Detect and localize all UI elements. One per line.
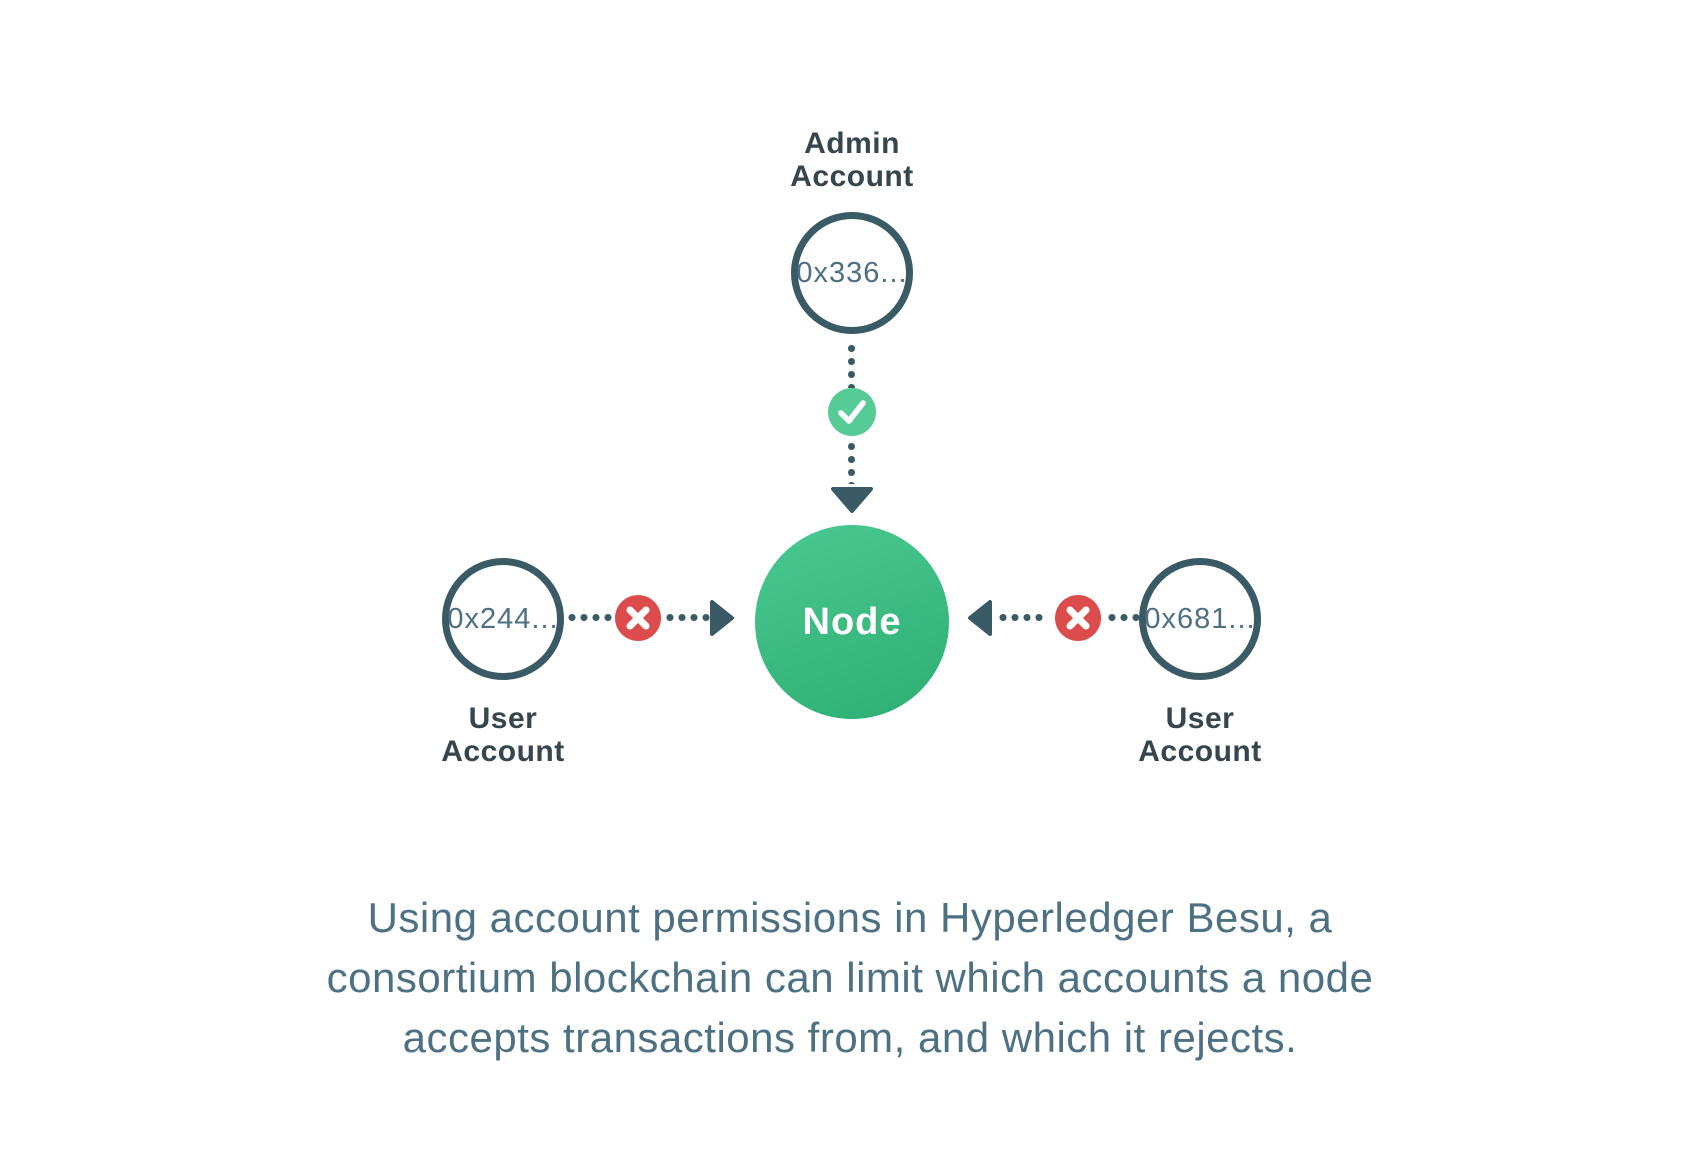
arrow-left-glyph [968,600,992,636]
x-glyph [626,606,650,630]
admin-account-label-line1: Admin [804,127,900,160]
dotted-line-admin-upper [848,342,855,388]
node-label: Node [802,600,902,643]
right-user-account-label-line2: Account [1138,735,1262,768]
right-user-account-address: 0x681... [1144,602,1256,635]
dotted-line-left-outer [566,614,612,621]
right-user-account-label-line1: User [1165,702,1235,735]
left-user-account-label-line2: Account [441,735,565,768]
dotted-line-admin-lower [848,440,855,484]
admin-account-label: Admin Account [702,127,1002,193]
x-icon [615,595,661,641]
left-user-account-circle: 0x244... [442,558,564,680]
check-glyph [838,400,866,424]
left-user-account-label: User Account [353,702,653,768]
dotted-line-right-outer [1106,614,1152,621]
left-user-account-label-line1: User [468,702,538,735]
arrow-down-glyph [831,487,873,513]
x-glyph [1066,606,1090,630]
check-icon [828,388,876,436]
arrow-right-icon [709,599,735,642]
dotted-line-right-inner [997,614,1043,621]
right-user-account-circle: 0x681... [1139,558,1261,680]
admin-account-address: 0x336... [796,256,908,289]
caption-line-3: accepts transactions from, and which it … [402,1014,1298,1061]
left-user-account-address: 0x244... [447,602,559,635]
arrow-right-glyph [710,600,734,636]
node-circle: Node [755,525,949,719]
caption-line-1: Using account permissions in Hyperledger… [367,894,1333,941]
right-user-account-label: User Account [1050,702,1350,768]
admin-account-label-line2: Account [790,160,914,193]
caption: Using account permissions in Hyperledger… [0,888,1700,1068]
admin-account-circle: 0x336... [791,212,913,334]
caption-line-2: consortium blockchain can limit which ac… [326,954,1374,1001]
arrow-left-icon [967,599,993,642]
x-icon [1055,595,1101,641]
dotted-line-left-inner [664,614,710,621]
arrow-down-icon [830,486,874,519]
